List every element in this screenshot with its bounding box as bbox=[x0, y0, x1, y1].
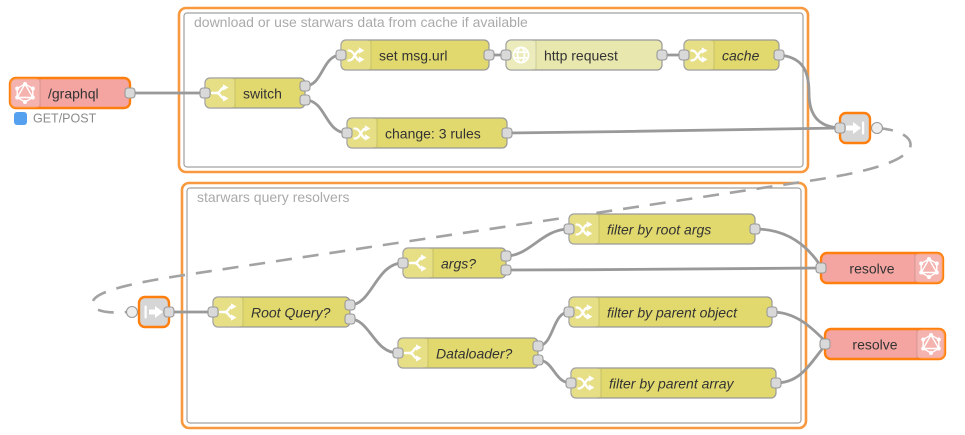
node-status: GET/POST bbox=[14, 112, 97, 126]
node-args[interactable]: args? bbox=[397, 247, 512, 279]
output-port[interactable] bbox=[656, 49, 668, 61]
node-link-in[interactable] bbox=[125, 295, 175, 329]
group-cache-border[interactable] bbox=[183, 12, 804, 168]
input-port[interactable] bbox=[500, 49, 512, 61]
node-label: args? bbox=[441, 256, 476, 272]
output-port[interactable] bbox=[749, 223, 761, 235]
output-port-1[interactable] bbox=[344, 299, 356, 311]
output-port[interactable] bbox=[483, 49, 495, 61]
blue-square-status-icon bbox=[14, 112, 27, 125]
input-port[interactable] bbox=[341, 127, 353, 139]
node-resolve-query[interactable]: resolve bbox=[815, 251, 945, 285]
output-port-1[interactable] bbox=[299, 80, 311, 92]
node-switch[interactable]: switch bbox=[199, 77, 311, 109]
wire-rootquery-to-dataloader[interactable] bbox=[348, 317, 400, 355]
node-label: resolve bbox=[852, 337, 897, 353]
node-cache[interactable]: cache bbox=[678, 39, 785, 71]
node-label: resolve bbox=[849, 261, 894, 277]
output-port-1[interactable] bbox=[500, 250, 512, 262]
node-filter-by-parent-array[interactable]: filter by parent array bbox=[565, 367, 782, 399]
node-label: Root Query? bbox=[251, 305, 331, 321]
node-dataloader[interactable]: Dataloader? bbox=[392, 337, 544, 369]
group-cache-label: download or use starwars data from cache… bbox=[194, 14, 528, 30]
icon-shade bbox=[10, 78, 40, 108]
node-change-3-rules[interactable]: change: 3 rules bbox=[341, 117, 513, 149]
node-label: set msg.url bbox=[379, 48, 447, 64]
node-label: cache bbox=[722, 48, 760, 64]
output-port[interactable] bbox=[773, 49, 785, 61]
input-port[interactable] bbox=[199, 87, 211, 99]
node-link-out[interactable] bbox=[834, 111, 884, 145]
input-port[interactable] bbox=[834, 122, 846, 134]
icon-shade bbox=[403, 248, 433, 278]
input-port[interactable] bbox=[678, 49, 690, 61]
node-set-msg-url[interactable]: set msg.url bbox=[335, 39, 495, 71]
node-http-request[interactable]: http request bbox=[500, 39, 668, 71]
group-resolvers-label: starwars query resolvers bbox=[197, 189, 350, 205]
output-port-2[interactable] bbox=[299, 94, 311, 106]
input-port[interactable] bbox=[815, 262, 827, 274]
input-port[interactable] bbox=[392, 347, 404, 359]
output-port-2[interactable] bbox=[344, 313, 356, 325]
wire-change3rules-to-linkout[interactable] bbox=[505, 126, 842, 135]
link-wire-dashed[interactable] bbox=[91, 126, 912, 314]
output-port-2[interactable] bbox=[532, 354, 544, 366]
output-port[interactable] bbox=[163, 306, 175, 318]
input-port[interactable] bbox=[563, 223, 575, 235]
output-port-2[interactable] bbox=[500, 264, 512, 276]
virtual-link-port[interactable] bbox=[870, 121, 884, 135]
input-port[interactable] bbox=[565, 377, 577, 389]
output-port[interactable] bbox=[501, 127, 513, 139]
node-label: /graphql bbox=[48, 86, 99, 102]
input-port[interactable] bbox=[207, 306, 219, 318]
input-port[interactable] bbox=[563, 306, 575, 318]
status-text: GET/POST bbox=[33, 112, 97, 126]
wire-dataloader-to-filterparentobject[interactable] bbox=[536, 310, 571, 348]
wire-cache-to-linkout[interactable] bbox=[777, 53, 842, 130]
wire-args-to-resolve1[interactable] bbox=[504, 266, 823, 272]
node-graphql-in[interactable]: /graphql GET/POST bbox=[8, 76, 136, 126]
wire-rootquery-to-args[interactable] bbox=[348, 261, 405, 307]
node-label: switch bbox=[243, 86, 282, 102]
node-resolve-type[interactable]: resolve bbox=[819, 327, 947, 361]
icon-shade bbox=[506, 40, 536, 70]
group-resolvers-selection-border[interactable] bbox=[180, 181, 808, 430]
wire-switch-to-setmsgurl[interactable] bbox=[303, 53, 343, 88]
group-resolvers[interactable]: starwars query resolvers bbox=[180, 181, 808, 430]
wire-filterparentarray-to-resolve2[interactable] bbox=[774, 346, 825, 385]
icon-shade bbox=[205, 78, 235, 108]
node-filter-by-root-args[interactable]: filter by root args bbox=[563, 213, 761, 245]
output-port-1[interactable] bbox=[532, 340, 544, 352]
node-label: Dataloader? bbox=[436, 346, 512, 362]
group-resolvers-border[interactable] bbox=[186, 187, 802, 424]
output-port[interactable] bbox=[766, 306, 778, 318]
wire-filterrootargs-to-resolve1[interactable] bbox=[753, 227, 822, 267]
output-port[interactable] bbox=[770, 377, 782, 389]
input-port[interactable] bbox=[335, 49, 347, 61]
output-port[interactable] bbox=[124, 87, 136, 99]
icon-shade bbox=[917, 329, 945, 359]
node-filter-by-parent-object[interactable]: filter by parent object bbox=[563, 296, 778, 328]
node-label: http request bbox=[544, 48, 618, 64]
node-label: filter by parent object bbox=[607, 305, 738, 321]
node-label: filter by parent array bbox=[609, 376, 734, 392]
icon-shade bbox=[915, 253, 943, 283]
input-port[interactable] bbox=[819, 338, 831, 350]
input-port[interactable] bbox=[397, 257, 409, 269]
wire-switch-to-change3rules[interactable] bbox=[303, 98, 349, 135]
virtual-link-port[interactable] bbox=[125, 305, 139, 319]
icon-shade bbox=[213, 297, 243, 327]
wire-filterparentobject-to-resolve2[interactable] bbox=[770, 310, 826, 342]
icon-shade bbox=[398, 338, 428, 368]
node-label: change: 3 rules bbox=[385, 126, 481, 142]
node-root-query[interactable]: Root Query? bbox=[207, 296, 356, 328]
wire-args-to-filterrootargs[interactable] bbox=[504, 227, 571, 258]
node-label: filter by root args bbox=[607, 222, 711, 238]
